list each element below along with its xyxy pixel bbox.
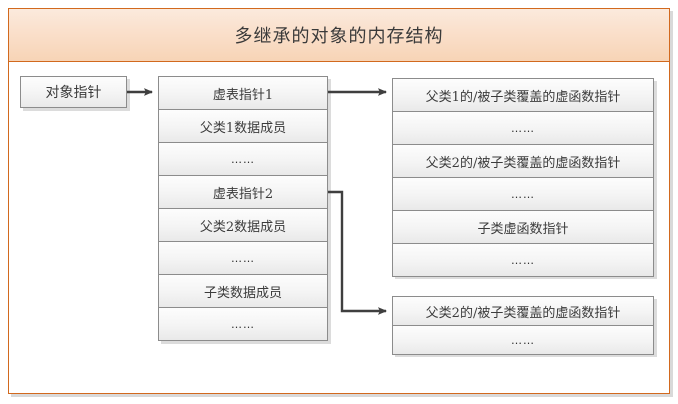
object-layout-row[interactable]: …… xyxy=(158,241,328,275)
primary-vtable-column: 父类1的/被子类覆盖的虚函数指针……父类2的/被子类覆盖的虚函数指针……子类虚函… xyxy=(392,78,654,277)
object-layout-row[interactable]: …… xyxy=(158,142,328,176)
primary-vtable-row[interactable]: 子类虚函数指针 xyxy=(392,210,654,244)
primary-vtable-row[interactable]: 父类2的/被子类覆盖的虚函数指针 xyxy=(392,144,654,178)
object-layout-row[interactable]: 父类1数据成员 xyxy=(158,109,328,143)
secondary-vtable-row[interactable]: …… xyxy=(392,325,654,355)
object-layout-row[interactable]: 虚表指针1 xyxy=(158,76,328,110)
object-pointer-box[interactable]: 对象指针 xyxy=(20,76,127,108)
diagram-title-bar: 多继承的对象的内存结构 xyxy=(9,9,669,62)
primary-vtable-row[interactable]: 父类1的/被子类覆盖的虚函数指针 xyxy=(392,78,654,112)
object-layout-row[interactable]: 父类2数据成员 xyxy=(158,208,328,242)
page-title: 多继承的对象的内存结构 xyxy=(234,26,444,47)
primary-vtable-row[interactable]: …… xyxy=(392,243,654,277)
object-layout-row[interactable]: …… xyxy=(158,307,328,341)
primary-vtable-row[interactable]: …… xyxy=(392,111,654,145)
object-layout-row[interactable]: 子类数据成员 xyxy=(158,274,328,308)
secondary-vtable-column: 父类2的/被子类覆盖的虚函数指针…… xyxy=(392,296,654,355)
object-layout-row[interactable]: 虚表指针2 xyxy=(158,175,328,209)
primary-vtable-row[interactable]: …… xyxy=(392,177,654,211)
secondary-vtable-row[interactable]: 父类2的/被子类覆盖的虚函数指针 xyxy=(392,296,654,326)
